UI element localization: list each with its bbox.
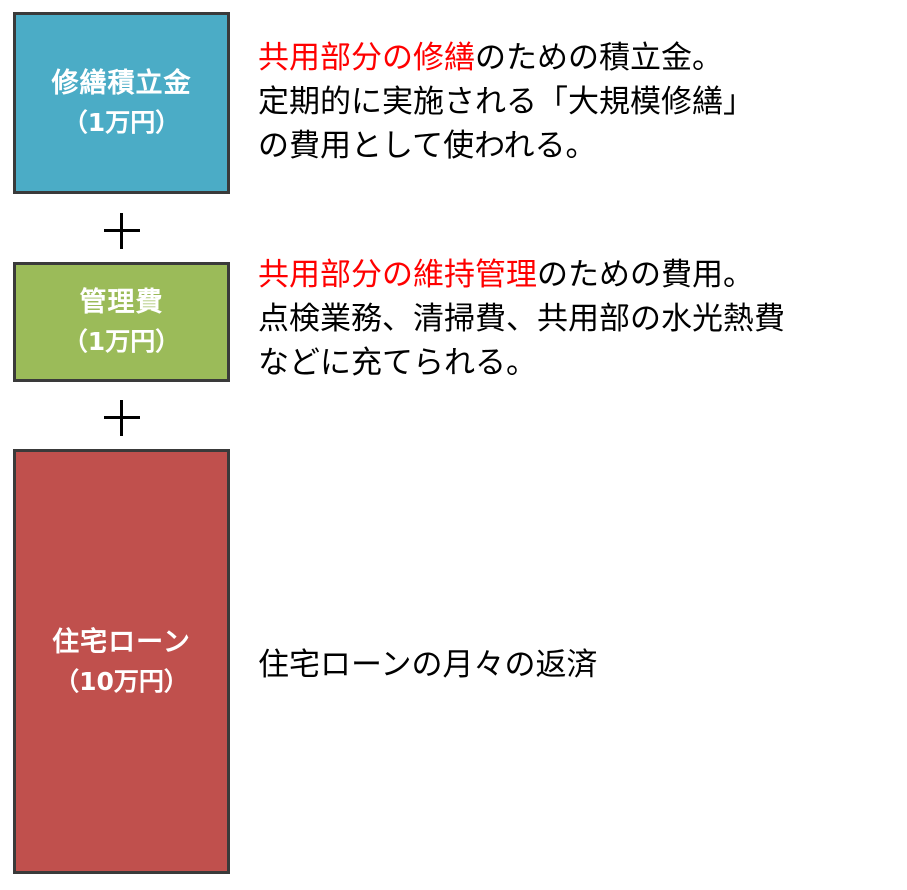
management-fee-desc-line-1-rest: のための費用。 <box>537 257 754 293</box>
repair-reserve-desc-highlight: 共用部分の修繕 <box>258 40 475 76</box>
repair-reserve-label: 修繕積立金 <box>51 68 192 99</box>
housing-loan-description: 住宅ローンの月々の返済 <box>258 643 901 687</box>
management-fee-desc-line-2: 点検業務、清掃費、共用部の水光熱費 <box>258 301 785 337</box>
management-fee-amount: （1万円） <box>62 327 181 356</box>
housing-loan-desc-line-1: 住宅ローンの月々の返済 <box>258 647 598 683</box>
management-fee-desc-line-1: 共用部分の維持管理のための費用。 <box>258 253 901 297</box>
management-fee-desc-line-3: などに充てられる。 <box>258 345 537 381</box>
repair-reserve-description: 共用部分の修繕のための積立金。 定期的に実施される「大規模修繕」 の費用として使… <box>258 36 901 168</box>
housing-loan-box: 住宅ローン （10万円） <box>13 449 230 874</box>
housing-loan-amount: （10万円） <box>54 666 189 696</box>
plus-icon <box>100 396 144 440</box>
management-fee-label: 管理費 <box>79 287 164 318</box>
housing-loan-label: 住宅ローン <box>52 626 191 658</box>
repair-reserve-amount: （1万円） <box>62 108 181 137</box>
management-fee-box: 管理費 （1万円） <box>13 262 230 382</box>
repair-reserve-desc-line-1-rest: のための積立金。 <box>475 40 723 76</box>
management-fee-desc-highlight: 共用部分の維持管理 <box>258 257 537 293</box>
repair-reserve-box: 修繕積立金 （1万円） <box>13 12 230 194</box>
repair-reserve-desc-line-1: 共用部分の修繕のための積立金。 <box>258 36 901 80</box>
management-fee-description: 共用部分の維持管理のための費用。 点検業務、清掃費、共用部の水光熱費 などに充て… <box>258 253 901 385</box>
repair-reserve-desc-line-2: 定期的に実施される「大規模修繕」 <box>258 84 754 120</box>
repair-reserve-desc-line-3: の費用として使われる。 <box>258 128 597 164</box>
plus-icon <box>100 209 144 253</box>
